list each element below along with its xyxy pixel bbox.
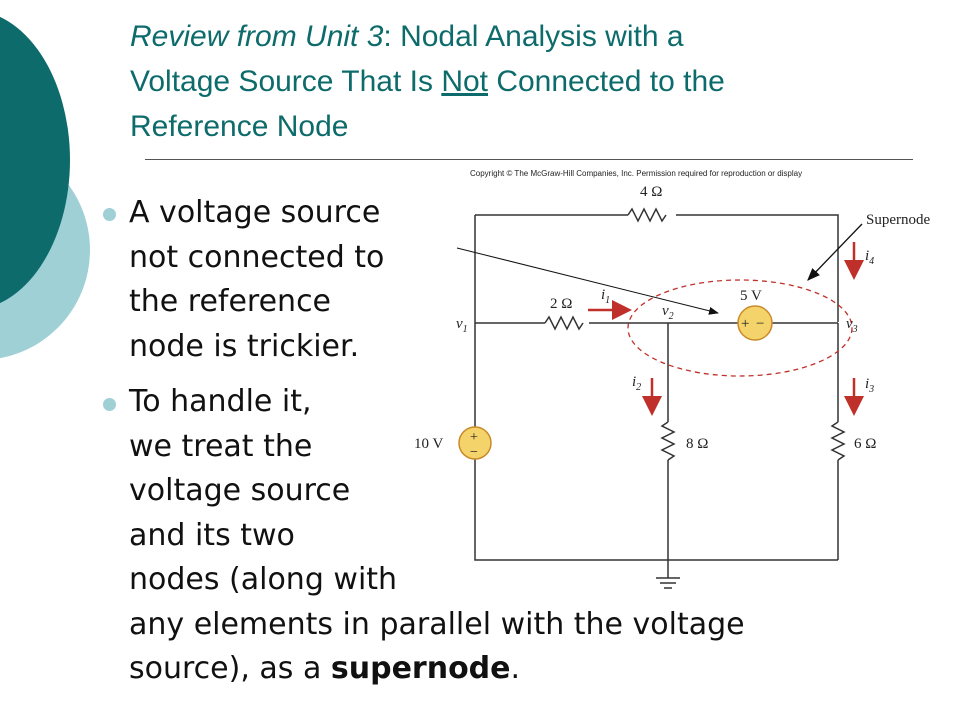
label-i3: i3 <box>865 376 874 395</box>
label-v1: v1 <box>456 316 468 335</box>
label-i1: i1 <box>601 287 610 306</box>
title-italic: Review from Unit 3 <box>130 20 384 53</box>
bullet-1-line-2: not connected to <box>129 239 385 275</box>
label-8ohm: 8 Ω <box>686 436 708 452</box>
circuit-wires <box>474 207 846 589</box>
pointer-from-text <box>456 247 719 315</box>
label-10v: 10 V <box>414 436 443 452</box>
ground-symbol <box>656 577 680 589</box>
bullet-2: To handle it, we treat the voltage sourc… <box>129 380 745 692</box>
bullet-2-line-5: nodes (along with <box>129 562 398 597</box>
title-part-4: Reference Node <box>130 110 349 143</box>
resistor-8ohm <box>660 421 676 461</box>
bullet-1-line-3: the reference <box>129 284 332 319</box>
bullet-2-line-6: any elements in parallel with the voltag… <box>129 606 745 642</box>
current-arrows <box>588 242 864 416</box>
title-underlined: Not <box>441 65 488 98</box>
title-part-3: Connected to the <box>488 65 725 98</box>
bullet-2-last-suffix: . <box>510 651 521 686</box>
source-5v-minus: − <box>756 316 764 332</box>
label-supernode: Supernode <box>866 212 930 228</box>
title-part-2: Voltage Source That Is <box>130 65 442 98</box>
resistor-2ohm <box>544 315 584 331</box>
decorative-circles <box>0 16 90 359</box>
label-v2: v2 <box>662 303 674 322</box>
source-10v-plus: + <box>470 430 478 445</box>
bullet-2-line-2: we treat the <box>129 428 313 464</box>
bullet-2-line-4: and its two <box>129 517 295 553</box>
circuit-diagram: Copyright © The McGraw-Hill Companies, I… <box>414 169 930 589</box>
bullet-2-bold-supernode: supernode <box>330 651 511 686</box>
bullet-dot-1 <box>103 208 116 221</box>
label-i2: i2 <box>632 374 641 393</box>
bullet-1-line-4: node is trickier. <box>129 328 360 364</box>
source-5v-plus: + <box>741 316 749 332</box>
bullet-2-last-prefix: source), as a <box>129 651 331 686</box>
title-divider <box>145 159 913 160</box>
decorative-dark-circle <box>0 16 70 304</box>
supernode-boundary <box>627 279 853 377</box>
label-2ohm: 2 Ω <box>550 296 572 312</box>
node-labels: v1 v2 v3 i1 i2 i3 i4 <box>456 248 874 395</box>
resistor-6ohm <box>830 421 846 461</box>
bullet-1: A voltage source not connected to the re… <box>129 191 384 369</box>
resistor-4ohm <box>627 207 667 223</box>
copyright-text: Copyright © The McGraw-Hill Companies, I… <box>470 169 802 178</box>
voltage-source-10v <box>458 426 492 460</box>
label-5v: 5 V <box>740 288 762 304</box>
source-10v-minus: − <box>470 445 478 460</box>
title-part-1: : Nodal Analysis with a <box>383 20 684 53</box>
voltage-source-5v <box>737 305 773 341</box>
bullet-2-line-7: source), as a supernode. <box>129 651 520 686</box>
label-6ohm: 6 Ω <box>854 436 876 452</box>
wire-top-right <box>676 214 839 322</box>
wire-left-bottom <box>474 458 838 561</box>
bullet-2-line-1: To handle it, <box>129 384 312 419</box>
bullet-2-line-3: voltage source <box>129 473 351 508</box>
label-v3: v3 <box>846 316 858 335</box>
slide-title: Review from Unit 3: Nodal Analysis with … <box>130 14 930 149</box>
label-i4: i4 <box>865 248 874 267</box>
bullet-1-line-1: A voltage source <box>129 195 381 230</box>
label-4ohm: 4 Ω <box>640 184 662 200</box>
pointer-supernode <box>807 223 863 281</box>
bullet-dot-2 <box>103 398 116 411</box>
